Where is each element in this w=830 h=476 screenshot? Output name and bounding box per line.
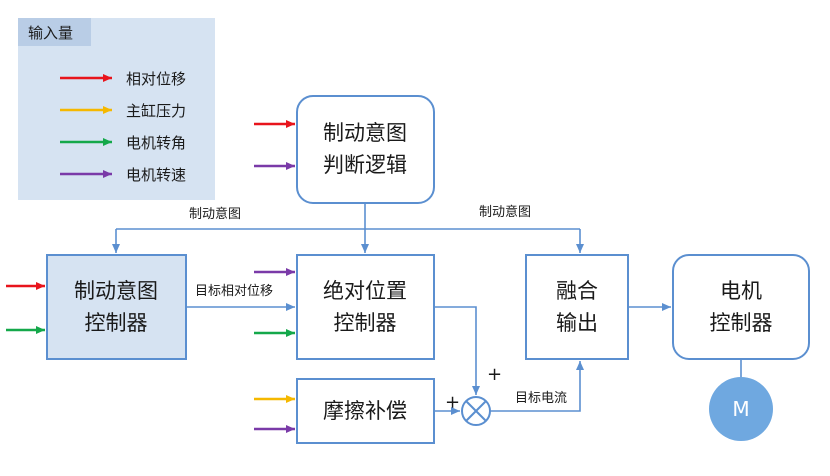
abs-position-box: [296, 254, 435, 360]
fusion-output-line1: 融合: [556, 279, 598, 303]
fusion-output-line2: 输出: [556, 311, 598, 335]
motor-controller-line1: 电机: [720, 279, 762, 303]
legend-title-bg: [18, 18, 91, 46]
abs-position-line1: 绝对位置: [323, 279, 407, 303]
legend-label-motor-speed: 电机转速: [126, 166, 186, 184]
intent-controller-line2: 控制器: [85, 311, 148, 335]
summing-junction: + +: [445, 364, 502, 426]
block-friction-comp: 摩擦补偿: [296, 378, 435, 444]
intent-controller-box: [46, 254, 187, 360]
summing-cross-b: [465, 400, 487, 422]
block-intent-controller: 制动意图 控制器: [46, 254, 187, 360]
motor: M: [709, 377, 773, 441]
intent-logic-box: [296, 95, 435, 204]
legend-label-displacement: 相对位移: [126, 70, 186, 88]
plus-top-sign: +: [487, 364, 502, 385]
legend: 输入量 相对位移 主缸压力 电机转角 电机转速: [18, 18, 215, 200]
plus-left-sign: +: [445, 392, 460, 413]
block-motor-controller: 电机 控制器: [672, 254, 810, 360]
intent-logic-line1: 制动意图: [323, 121, 407, 145]
motor-circle: [709, 377, 773, 441]
intent-logic-line2: 判断逻辑: [323, 153, 407, 177]
legend-label-pressure: 主缸压力: [126, 102, 186, 120]
connectors: [112, 203, 742, 415]
motor-label: M: [732, 397, 749, 421]
block-intent-logic: 制动意图 判断逻辑: [296, 95, 435, 204]
edge-label-intent-right: 制动意图: [479, 204, 531, 220]
motor-controller-line2: 控制器: [710, 311, 773, 335]
edge-label-target-displacement: 目标相对位移: [195, 284, 273, 299]
connector-abs-to-junction: [434, 306, 480, 395]
block-fusion-output: 融合 输出: [525, 254, 629, 360]
fusion-output-box: [525, 254, 629, 360]
legend-title: 输入量: [28, 24, 73, 42]
legend-panel: [18, 18, 215, 200]
legend-label-motor-angle: 电机转角: [126, 134, 186, 152]
friction-comp-label: 摩擦补偿: [323, 399, 407, 423]
input-arrows: [6, 120, 295, 433]
connector-junction-to-fusion: [490, 361, 584, 412]
edge-label-target-current: 目标电流: [515, 391, 567, 406]
edge-label-intent-left: 制动意图: [189, 206, 241, 222]
motor-controller-box: [672, 254, 810, 360]
intent-controller-line1: 制动意图: [74, 279, 158, 303]
abs-position-line2: 控制器: [334, 311, 397, 335]
block-abs-position-controller: 绝对位置 控制器: [296, 254, 435, 360]
